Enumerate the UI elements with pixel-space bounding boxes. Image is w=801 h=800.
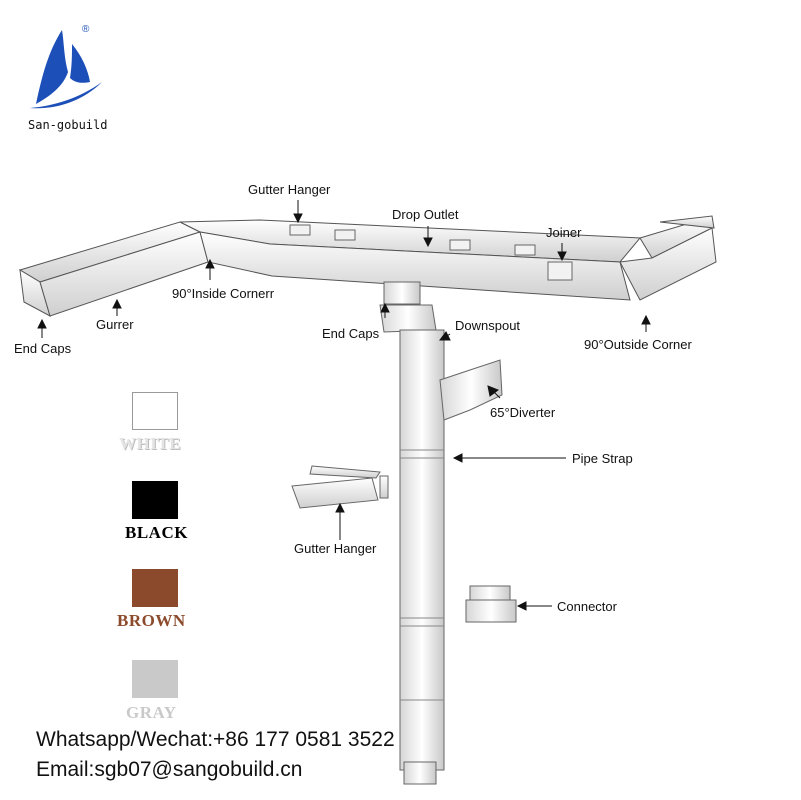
- label-outside-corner: 90°Outside Corner: [584, 337, 692, 352]
- sail-logo-icon: [30, 30, 102, 109]
- label-joiner: Joiner: [546, 225, 582, 240]
- brand-name: San-gobuild: [28, 118, 108, 132]
- swatch-black: [132, 481, 178, 519]
- label-gurrer: Gurrer: [96, 317, 134, 332]
- swatch-gray: [132, 660, 178, 698]
- contact-whatsapp: Whatsapp/Wechat:+86 177 0581 3522: [36, 728, 395, 751]
- swatch-label-white: WHITE: [119, 434, 182, 453]
- brand-logo: [24, 24, 114, 114]
- swatch-label-gray: GRAY: [126, 703, 177, 722]
- label-inside-corner: 90°Inside Cornerr: [172, 286, 275, 301]
- swatch-label-black: BLACK: [125, 523, 188, 542]
- label-gutter-hanger-top: Gutter Hanger: [248, 182, 331, 197]
- label-pipe-strap: Pipe Strap: [572, 451, 633, 466]
- label-end-caps-mid: End Caps: [322, 326, 380, 341]
- swatch-label-brown: BROWN: [117, 611, 186, 630]
- label-downspout: Downspout: [455, 318, 521, 333]
- label-connector: Connector: [557, 599, 617, 614]
- hanger-1: [289, 224, 311, 236]
- label-gutter-hanger-bottom: Gutter Hanger: [294, 541, 377, 556]
- registered-mark: ®: [82, 24, 90, 35]
- joiner-shape: [547, 261, 573, 281]
- label-end-caps-left: End Caps: [14, 341, 72, 356]
- label-diverter: 65°Diverter: [490, 405, 556, 420]
- label-drop-outlet: Drop Outlet: [392, 207, 459, 222]
- swatch-brown: [132, 569, 178, 607]
- contact-email: Email:sgb07@sangobuild.cn: [36, 758, 303, 781]
- swatch-white: [132, 392, 178, 430]
